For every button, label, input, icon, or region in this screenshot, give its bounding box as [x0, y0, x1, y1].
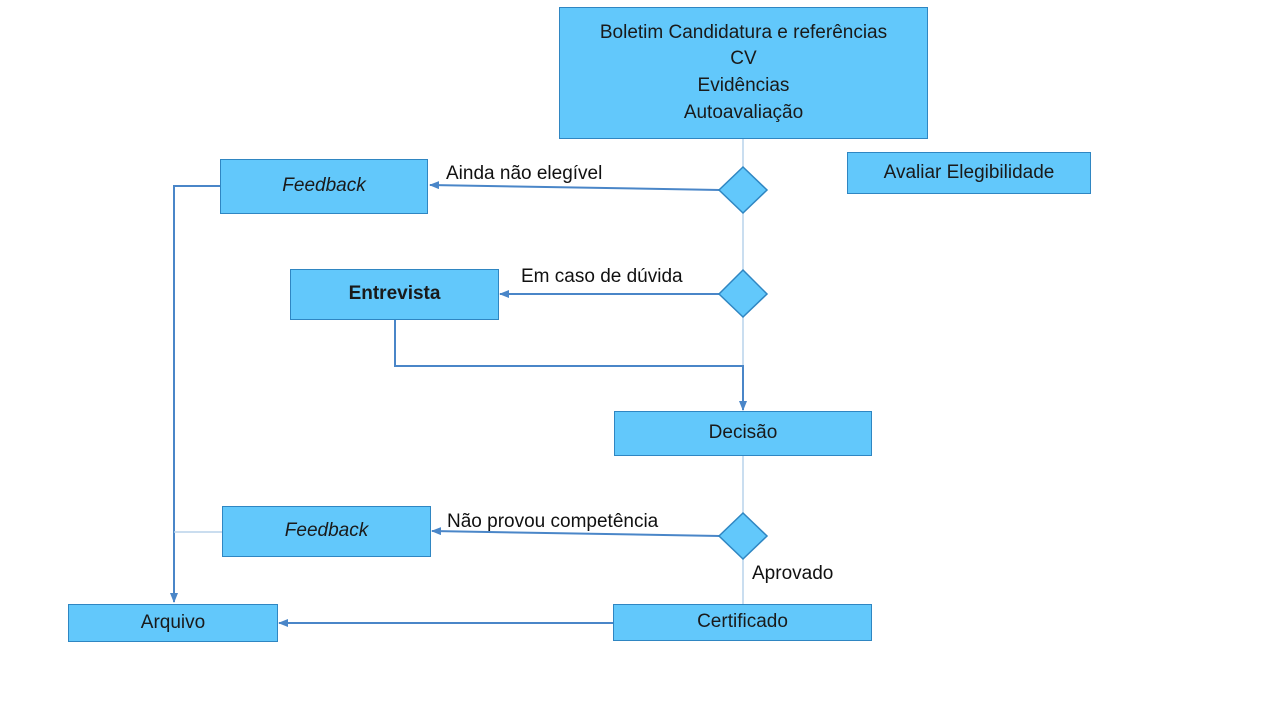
- feedback-top-label: Feedback: [282, 175, 366, 197]
- inputs-box: Boletim Candidatura e referências CV Evi…: [559, 7, 928, 139]
- input-item-cv: CV: [730, 48, 757, 70]
- feedback-top-box: Feedback: [220, 159, 428, 214]
- certificate-box: Certificado: [613, 604, 872, 641]
- archive-label: Arquivo: [140, 611, 206, 633]
- decision-diamond-doubt: [717, 268, 769, 319]
- arrow-to-feedback-bottom: [431, 527, 721, 537]
- decision-diamond-competence: [717, 511, 769, 561]
- certificate-label: Certificado: [697, 611, 788, 633]
- edge-label-in-doubt: Em caso de dúvida: [521, 266, 683, 287]
- decision-box: Decisão: [614, 411, 872, 456]
- archive-box: Arquivo: [68, 604, 278, 642]
- feedback-bottom-label: Feedback: [284, 520, 369, 542]
- eligibility-label: Avaliar Elegibilidade: [883, 161, 1055, 183]
- arrow-to-feedback-top: [429, 181, 721, 191]
- feedback-bottom-box: Feedback: [222, 506, 431, 557]
- arrow-interview-to-decision: [394, 320, 747, 411]
- decision-label: Decisão: [708, 422, 778, 444]
- input-item-application: Boletim Candidatura e referências: [599, 21, 888, 43]
- edge-label-approved: Aprovado: [752, 563, 834, 584]
- input-item-evidence: Evidências: [697, 75, 790, 96]
- interview-box: Entrevista: [290, 269, 499, 320]
- interview-label: Entrevista: [348, 283, 441, 305]
- eligibility-box: Avaliar Elegibilidade: [847, 152, 1091, 194]
- decision-diamond-eligibility: [717, 165, 769, 215]
- edge-label-no-competence: Não provou competência: [447, 511, 659, 532]
- input-item-self-assessment: Autoavaliação: [683, 101, 804, 123]
- arrow-feedback-to-archive: [170, 185, 221, 603]
- edge-label-not-eligible: Ainda não elegível: [446, 163, 603, 184]
